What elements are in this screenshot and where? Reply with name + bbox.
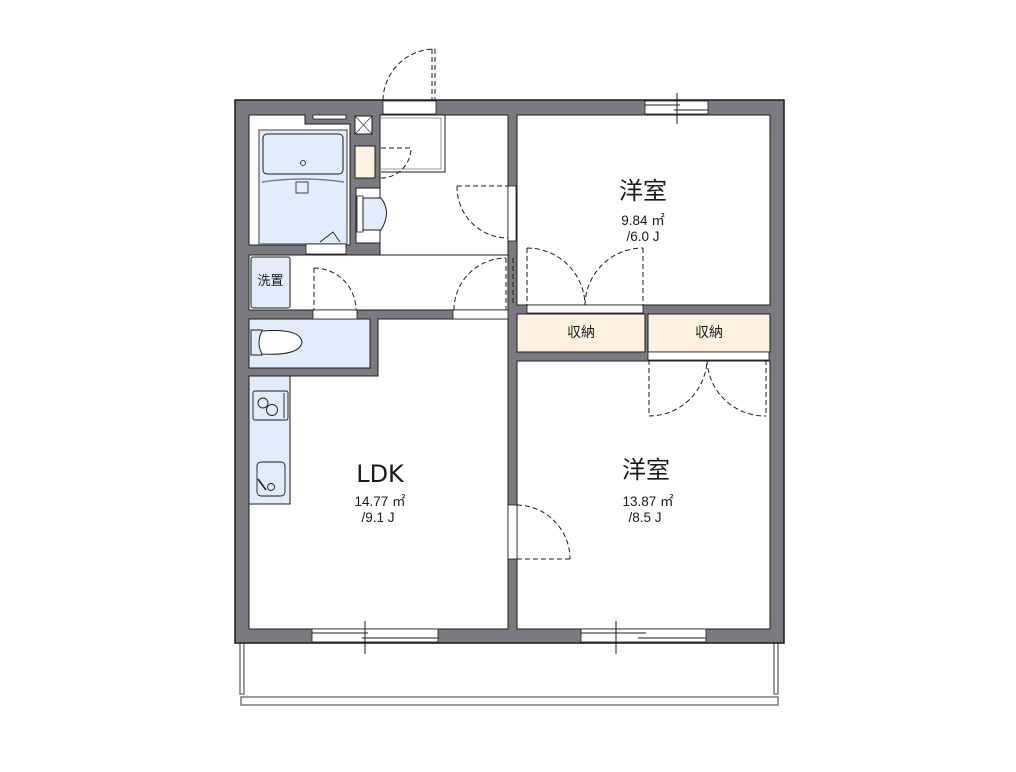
room-area-ldk: 14.77 ㎡ (354, 494, 406, 509)
stove-icon (252, 390, 289, 421)
windows (311, 93, 709, 654)
washer-space (250, 256, 291, 309)
room-tatami-western-2: /8.5 J (628, 510, 662, 525)
room-name-ldk: LDK (356, 460, 404, 488)
door-swings (313, 48, 767, 560)
bathtub-unit (258, 129, 348, 245)
sink-icon (256, 461, 286, 497)
toilet-icon (250, 329, 303, 356)
room-tatami-ldk: /9.1 J (361, 510, 395, 525)
room-name-western-1: 洋室 (619, 177, 667, 205)
towel-bar (312, 114, 347, 120)
balcony (239, 641, 779, 706)
kitchen-counter (248, 375, 291, 505)
closet-1 (516, 313, 646, 353)
washer-space-label: 洗置 (257, 274, 284, 289)
ventilation-icon (354, 115, 373, 135)
room-name-western-2: 洋室 (622, 456, 670, 484)
room-tatami-western-1: /6.0 J (626, 229, 660, 244)
room-area-western-2: 13.87 ㎡ (622, 494, 674, 509)
closet-label-1: 収納 (567, 325, 595, 341)
door-openings (312, 100, 518, 560)
wash-basin-icon (356, 195, 387, 233)
room-area-western-1: 9.84 ㎡ (621, 213, 665, 228)
closet-label-2: 収納 (695, 325, 723, 341)
shoe-cabinet (354, 145, 376, 179)
closet-2 (647, 313, 771, 353)
